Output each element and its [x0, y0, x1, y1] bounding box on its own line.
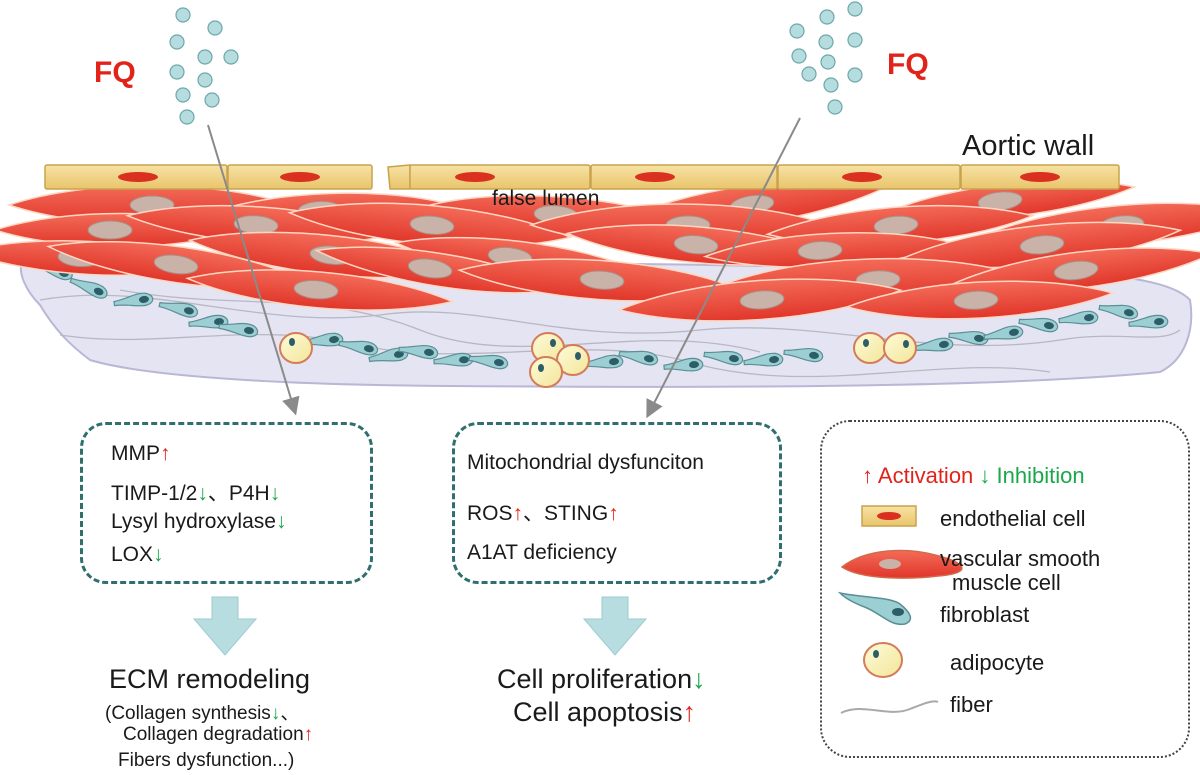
ecm-mechanism-box: MMP↑ TIMP-1/2↓、P4H↓ Lysyl hydroxylase↓ L… [80, 422, 373, 584]
fibers-dysfunction-line: Fibers dysfunction...) [118, 750, 295, 771]
mitochondrial-item: Mitochondrial dysfunciton [467, 451, 704, 474]
endothelial-layer [44, 164, 1120, 190]
inhibition-arrow: ↓ [197, 482, 208, 505]
legend-activation-inhibition: ↑ Activation ↓ Inhibition [862, 463, 1085, 489]
inhibition-arrow: ↓ [153, 543, 164, 566]
collagen-degradation-line: Collagen degradation↑ [123, 724, 314, 745]
legend-inhibition: Inhibition [996, 463, 1085, 488]
cell-proliferation-line: Cell proliferation↓ [497, 664, 706, 694]
legend-activation: Activation [877, 463, 974, 488]
false-lumen-label: false lumen [492, 187, 600, 210]
mmp-item: MMP↑ [111, 442, 171, 465]
ecm-remodeling-title: ECM remodeling [109, 664, 311, 694]
inhibition-arrow: ↓ [979, 463, 991, 488]
a1at-item: A1AT deficiency [467, 541, 617, 564]
legend-fibroblast: fibroblast [940, 602, 1030, 627]
lox-item: LOX↓ [111, 543, 164, 566]
timp-p4h-item: TIMP-1/2↓、P4H↓ [111, 482, 281, 505]
legend-vsmc-line1: vascular smooth [940, 546, 1101, 571]
aortic-wall-label: Aortic wall [962, 130, 1095, 162]
activation-arrow: ↑ [303, 724, 314, 745]
inhibition-arrow: ↓ [270, 703, 281, 724]
block-arrows [192, 596, 648, 656]
inhibition-arrow: ↓ [269, 482, 281, 505]
inhibition-arrow: ↓ [275, 510, 287, 533]
fq-arrows [207, 117, 801, 419]
ros-sting-item: ROS↑、STING↑ [467, 502, 619, 525]
legend-adipocyte: adipocyte [950, 650, 1045, 675]
legend-vsmc-line2: muscle cell [952, 570, 1061, 595]
fq-label-left: FQ [94, 56, 136, 89]
cell-apoptosis-line: Cell apoptosis↑ [513, 697, 697, 727]
activation-arrow: ↑ [682, 697, 697, 727]
adipocyte-cluster [279, 332, 917, 388]
fq-molecules [169, 1, 863, 125]
lysyl-hydroxylase-item: Lysyl hydroxylase↓ [111, 510, 287, 533]
legend-icons [837, 505, 963, 714]
fibroblast-cells [33, 261, 1169, 372]
adipocyte-nuclei [289, 338, 909, 372]
fq-label-right: FQ [887, 48, 929, 81]
activation-arrow: ↑ [862, 463, 873, 488]
activation-arrow: ↑ [512, 502, 524, 525]
inhibition-arrow: ↓ [692, 664, 706, 694]
collagen-synthesis-line: (Collagen synthesis↓、 [105, 703, 300, 724]
legend-box: ↑ Activation ↓ Inhibition endothelial ce… [820, 420, 1190, 758]
legend-endothelial-cell: endothelial cell [940, 506, 1086, 531]
cell-mechanism-box: Mitochondrial dysfunciton ROS↑、STING↑ A1… [452, 422, 782, 584]
legend-fiber: fiber [950, 692, 993, 717]
activation-arrow: ↑ [160, 442, 171, 465]
smooth-muscle-cells [0, 179, 1200, 322]
activation-arrow: ↑ [608, 502, 619, 525]
